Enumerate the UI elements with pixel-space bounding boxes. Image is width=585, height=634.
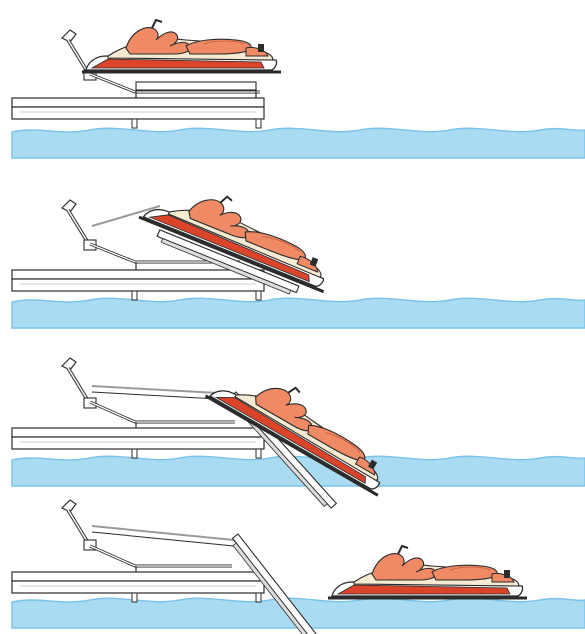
dock-1: [12, 98, 264, 128]
dock-3: [12, 428, 264, 458]
water-2: [12, 298, 585, 328]
dock-4: [12, 572, 264, 602]
jetski-1: [82, 20, 281, 72]
lift-post-3: [62, 358, 96, 408]
panel-1: [12, 20, 585, 158]
water-1: [12, 128, 585, 158]
panel-4: [12, 500, 585, 634]
lift-post-4: [62, 500, 96, 550]
dock-2: [12, 270, 264, 300]
panel-2: [12, 169, 585, 328]
panel-3: [12, 351, 585, 511]
lift-post-2: [62, 200, 96, 250]
jetski-4: [328, 546, 527, 598]
